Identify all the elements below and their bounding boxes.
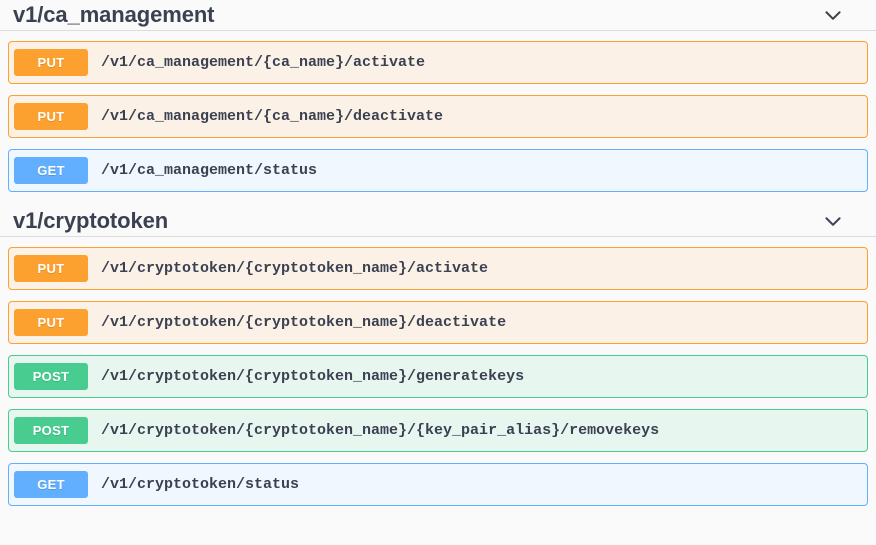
- operation-path: /v1/ca_management/{ca_name}/activate: [101, 54, 426, 71]
- operation-list: PUT/v1/cryptotoken/{cryptotoken_name}/ac…: [0, 247, 876, 506]
- operation-row[interactable]: POST/v1/cryptotoken/{cryptotoken_name}/{…: [8, 409, 868, 452]
- operation-row[interactable]: GET/v1/ca_management/status: [8, 149, 868, 192]
- operation-path: /v1/cryptotoken/{cryptotoken_name}/gener…: [101, 368, 525, 385]
- operation-row[interactable]: PUT/v1/cryptotoken/{cryptotoken_name}/de…: [8, 301, 868, 344]
- operation-row[interactable]: PUT/v1/ca_management/{ca_name}/deactivat…: [8, 95, 868, 138]
- operation-path: /v1/cryptotoken/{cryptotoken_name}/{key_…: [101, 422, 660, 439]
- operation-row[interactable]: GET/v1/cryptotoken/status: [8, 463, 868, 506]
- section-spacer: [0, 192, 876, 206]
- operation-row[interactable]: PUT/v1/ca_management/{ca_name}/activate: [8, 41, 868, 84]
- operation-row[interactable]: PUT/v1/cryptotoken/{cryptotoken_name}/ac…: [8, 247, 868, 290]
- http-method-badge: POST: [14, 363, 88, 390]
- operation-path: /v1/ca_management/status: [101, 162, 318, 179]
- operation-row[interactable]: POST/v1/cryptotoken/{cryptotoken_name}/g…: [8, 355, 868, 398]
- tag-title: v1/ca_management: [13, 2, 215, 27]
- tag-header[interactable]: v1/ca_management: [0, 0, 876, 31]
- http-method-badge: PUT: [14, 103, 88, 130]
- operation-path: /v1/cryptotoken/{cryptotoken_name}/deact…: [101, 314, 507, 331]
- tag-header[interactable]: v1/cryptotoken: [0, 206, 876, 237]
- http-method-badge: POST: [14, 417, 88, 444]
- chevron-down-icon[interactable]: [822, 4, 844, 26]
- http-method-badge: GET: [14, 157, 88, 184]
- chevron-down-icon[interactable]: [822, 210, 844, 232]
- operation-path: /v1/cryptotoken/{cryptotoken_name}/activ…: [101, 260, 489, 277]
- operation-path: /v1/ca_management/{ca_name}/deactivate: [101, 108, 444, 125]
- tag-title: v1/cryptotoken: [13, 208, 169, 233]
- operation-path: /v1/cryptotoken/status: [101, 476, 300, 493]
- http-method-badge: PUT: [14, 309, 88, 336]
- http-method-badge: GET: [14, 471, 88, 498]
- http-method-badge: PUT: [14, 49, 88, 76]
- http-method-badge: PUT: [14, 255, 88, 282]
